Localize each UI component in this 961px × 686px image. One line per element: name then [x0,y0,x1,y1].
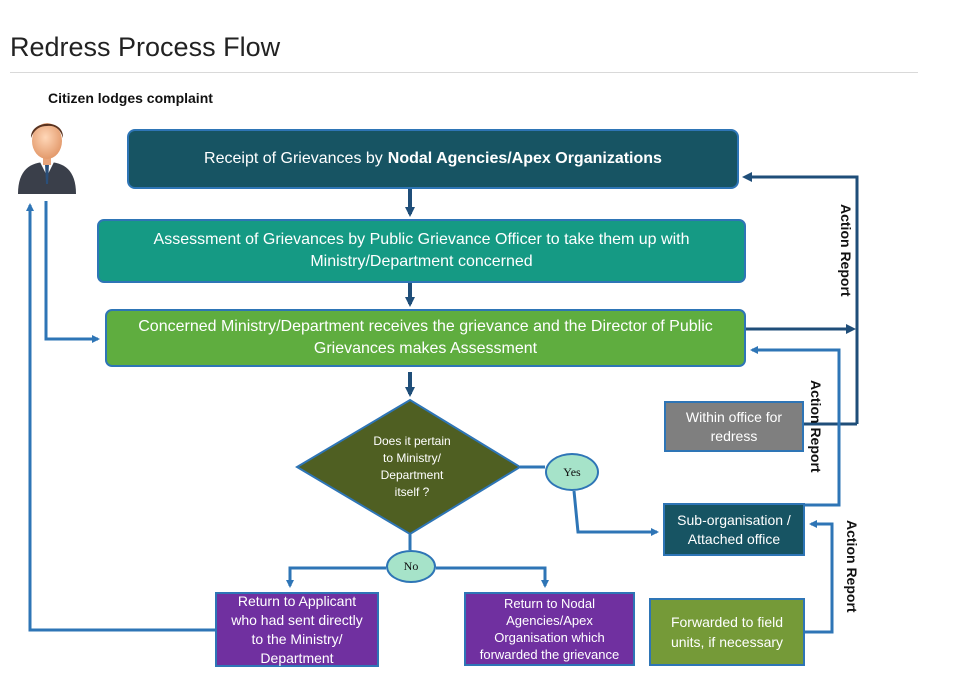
receipt-text: Receipt of Grievances by [204,150,383,167]
sub-org-line2: Attached office [687,530,781,547]
arrow-citizen-to-ministry [44,201,100,343]
yes-oval: Yes [545,453,599,491]
ministry-box: Concerned Ministry/Department receives t… [105,309,746,367]
return-to-nodal-box: Return to Nodal Agencies/Apex Organisati… [464,592,635,666]
return-applicant-line4: Department [260,649,334,666]
decision-line1: Does it pertain [373,434,451,448]
action-report-label-2: Action Report [808,380,824,473]
action-report-label-1: Action Report [838,204,854,297]
within-office-line1: Within office for [685,408,783,425]
forwarded-line2: units, if necessary [670,634,784,650]
arrow-return-to-citizen [26,203,215,632]
assessment-line1: Assessment of Grievances by Public Griev… [153,231,690,248]
title-divider [10,72,918,73]
decision-line4: itself ? [394,485,430,499]
return-applicant-line2: who had sent directly [231,611,363,628]
receipt-bold-text: Nodal Agencies/Apex Organizations [387,150,662,167]
arrow-yes-to-suborg [572,490,659,536]
forwarded-field-units-box: Forwarded to field units, if necessary [649,598,805,666]
ministry-line1: Concerned Ministry/Department receives t… [138,318,713,335]
arrow-no-split-right [436,566,549,588]
sub-org-line1: Sub-organisation / [677,511,791,528]
ministry-line2: Grievances makes Assessment [313,340,538,357]
return-nodal-line4: forwarded the grievance [479,647,620,662]
within-office-box: Within office for redress [664,401,804,452]
citizen-label: Citizen lodges complaint [48,90,213,106]
page-title: Redress Process Flow [10,32,281,62]
decision-text: Does it pertain to Ministry/ Department … [352,433,472,501]
return-to-applicant-box: Return to Applicant who had sent directl… [215,592,379,667]
arrow-action-report-to-receipt [742,172,859,424]
return-applicant-line3: to the Ministry/ [251,630,343,647]
within-office-line2: redress [710,427,758,444]
arrow-no-split [286,566,386,588]
no-oval: No [386,550,436,583]
sub-organisation-box: Sub-organisation / Attached office [663,503,805,556]
return-nodal-line1: Return to Nodal [503,596,596,611]
return-nodal-line2: Agencies/Apex [506,613,593,628]
arrow-field-to-suborg [805,520,834,634]
decision-line3: Department [380,468,444,482]
assessment-line2: Ministry/Department concerned [310,253,533,270]
person-avatar-icon [18,123,76,194]
arrow-suborg-to-ministry [750,346,841,507]
forwarded-line1: Forwarded to field [670,614,784,630]
return-applicant-line1: Return to Applicant [237,592,357,609]
decision-diamond [295,398,522,536]
assessment-box: Assessment of Grievances by Public Griev… [97,219,746,283]
action-report-label-3: Action Report [844,520,860,613]
return-nodal-line3: Organisation which [494,630,605,645]
decision-line2: to Ministry/ [382,451,441,465]
